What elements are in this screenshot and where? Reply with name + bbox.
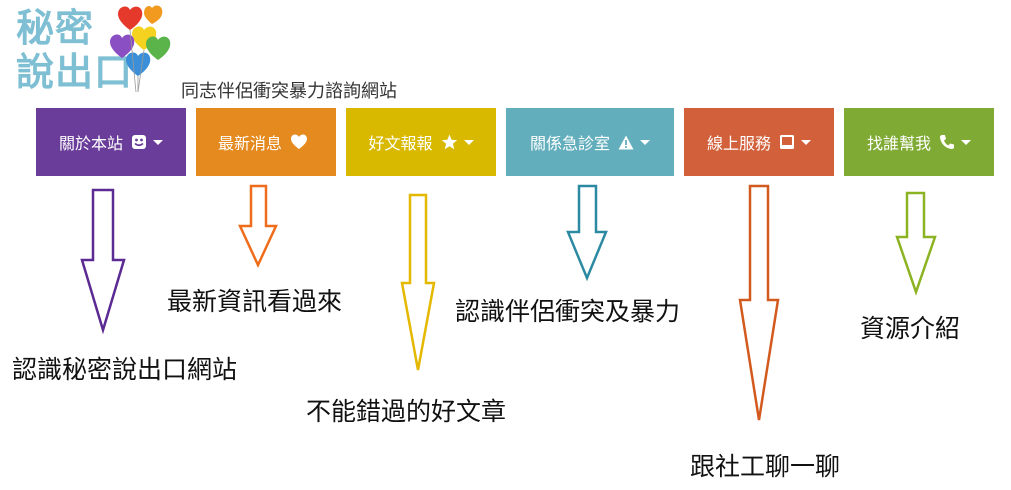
arrow-down-yellow — [400, 193, 436, 371]
main-nav: 關於本站 最新消息 好文報報 關係急診室 線上服務 找誰幫我 — [0, 108, 1011, 176]
balloon-hearts-icon — [110, 5, 171, 93]
chevron-down-icon — [153, 139, 163, 145]
logo-text-line2: 說出口 — [16, 50, 134, 94]
chevron-down-icon — [463, 139, 474, 145]
arrow-down-purple — [80, 188, 126, 335]
nav-articles[interactable]: 好文報報 — [346, 108, 496, 176]
annotation-find-help: 資源介紹 — [860, 314, 961, 343]
nav-online-service[interactable]: 線上服務 — [684, 108, 834, 176]
annotation-online-service: 跟社工聊一聊 — [690, 452, 841, 481]
heart-icon — [290, 134, 308, 150]
chevron-down-icon — [640, 139, 650, 145]
chevron-down-icon — [961, 139, 971, 145]
chat-window-icon — [779, 134, 795, 150]
nav-articles-label: 好文報報 — [368, 134, 433, 153]
warning-icon — [618, 135, 634, 150]
nav-emergency-label: 關係急診室 — [529, 134, 610, 153]
arrow-down-red — [738, 184, 780, 421]
nav-emergency[interactable]: 關係急診室 — [506, 108, 674, 176]
site-logo[interactable]: 秘密 說出口 — [14, 4, 174, 100]
nav-news[interactable]: 最新消息 — [196, 108, 336, 176]
annotation-emergency: 認識伴侶衝突及暴力 — [455, 297, 681, 326]
annotation-about: 認識秘密說出口網站 — [12, 355, 238, 384]
nav-about-label: 關於本站 — [58, 134, 123, 153]
star-icon — [441, 134, 458, 150]
annotation-articles: 不能錯過的好文章 — [306, 397, 507, 426]
nav-about[interactable]: 關於本站 — [36, 108, 186, 176]
arrow-down-teal — [566, 184, 608, 282]
site-tagline: 同志伴侶衝突暴力諮詢網站 — [181, 81, 397, 102]
arrow-down-orange — [238, 184, 278, 268]
nav-news-label: 最新消息 — [217, 134, 282, 153]
smiley-face-icon — [131, 134, 147, 150]
phone-icon — [939, 134, 955, 150]
nav-online-service-label: 線上服務 — [706, 134, 771, 153]
nav-find-help-label: 找誰幫我 — [866, 134, 931, 153]
annotation-news: 最新資訊看過來 — [167, 287, 343, 316]
arrow-down-green — [895, 191, 937, 296]
nav-find-help[interactable]: 找誰幫我 — [844, 108, 994, 176]
logo-text-line1: 秘密 — [16, 6, 95, 50]
chevron-down-icon — [801, 139, 811, 145]
